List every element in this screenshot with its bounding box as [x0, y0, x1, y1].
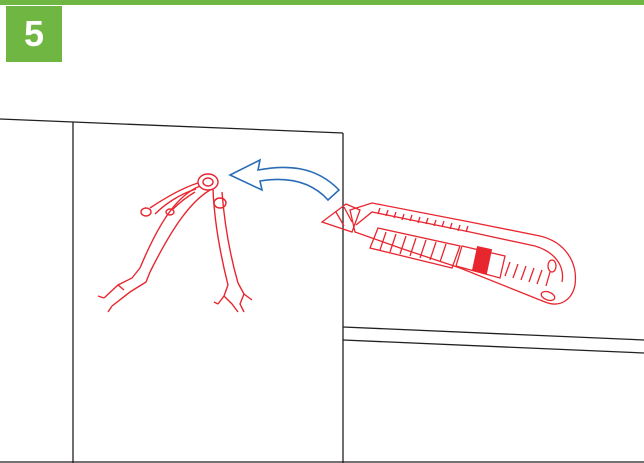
stripped-cable-icon	[97, 173, 253, 313]
utility-knife-icon	[320, 202, 577, 305]
curved-arrow-icon	[228, 158, 341, 202]
accent-bar	[0, 0, 644, 5]
step-number: 5	[23, 13, 45, 54]
step-number-badge: 5	[6, 6, 62, 62]
wall-outline	[0, 118, 644, 463]
